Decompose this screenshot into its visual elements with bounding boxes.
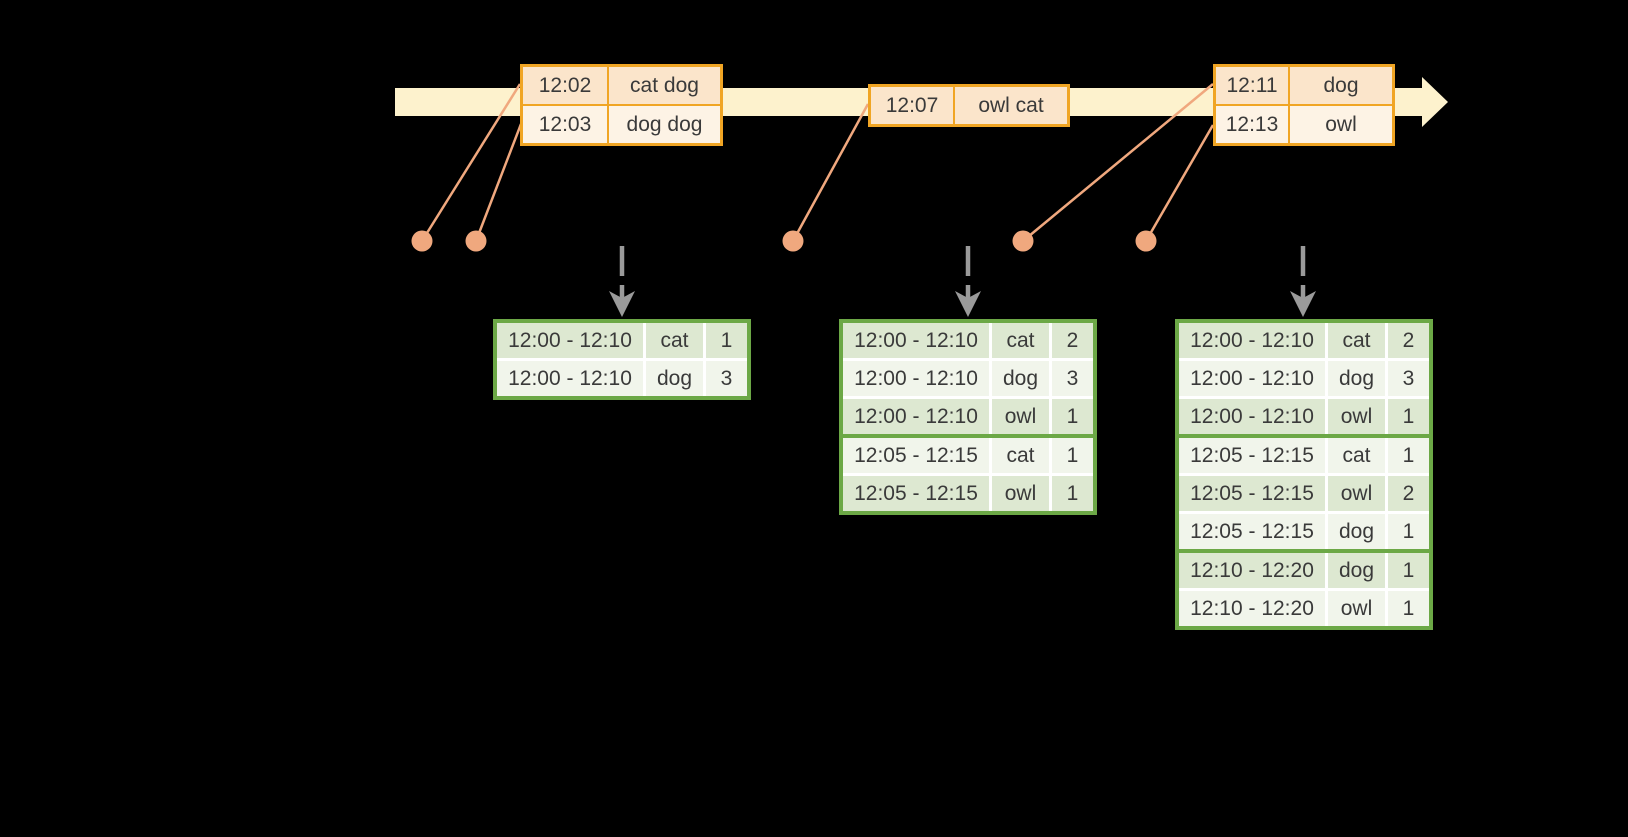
event-words: owl cat <box>955 87 1067 124</box>
table-row: 12:00 - 12:10 dog 3 <box>1179 358 1429 396</box>
event-time: 12:02 <box>523 67 607 104</box>
word-cell: cat <box>646 323 703 358</box>
count-cell: 1 <box>706 323 747 358</box>
result-table-2: 12:00 - 12:10 cat 2 12:00 - 12:10 dog 3 … <box>839 319 1097 515</box>
count-cell: 2 <box>1052 323 1093 358</box>
trigger-arrows <box>609 246 1316 317</box>
window-cell: 12:10 - 12:20 <box>1179 553 1325 588</box>
window-cell: 12:00 - 12:10 <box>843 399 989 434</box>
event-dot-icon <box>411 230 433 252</box>
window-cell: 12:05 - 12:15 <box>843 438 989 473</box>
count-cell: 1 <box>1388 438 1429 473</box>
word-cell: dog <box>1328 514 1385 549</box>
count-cell: 1 <box>1388 514 1429 549</box>
count-cell: 2 <box>1388 476 1429 511</box>
word-cell: owl <box>992 476 1049 511</box>
word-cell: owl <box>1328 591 1385 626</box>
window-cell: 12:00 - 12:10 <box>497 361 643 396</box>
count-cell: 1 <box>1388 553 1429 588</box>
table-row: 12:00 - 12:10 dog 3 <box>497 358 747 396</box>
event-box-1: 12:02 cat dog 12:03 dog dog <box>520 64 723 146</box>
table-row: 12:00 - 12:10 cat 2 <box>1179 323 1429 358</box>
window-cell: 12:00 - 12:10 <box>1179 399 1325 434</box>
connector-line <box>1144 124 1215 242</box>
word-cell: dog <box>1328 553 1385 588</box>
window-cell: 12:05 - 12:15 <box>1179 514 1325 549</box>
word-cell: cat <box>1328 438 1385 473</box>
event-words: dog <box>1290 67 1392 104</box>
word-cell: dog <box>1328 361 1385 396</box>
down-arrowhead-icon <box>609 291 635 317</box>
event-row: 12:07 owl cat <box>871 87 1067 124</box>
word-cell: dog <box>992 361 1049 396</box>
event-time: 12:03 <box>523 106 607 143</box>
word-cell: owl <box>1328 399 1385 434</box>
count-cell: 1 <box>1388 399 1429 434</box>
count-cell: 2 <box>1388 323 1429 358</box>
window-cell: 12:00 - 12:10 <box>843 323 989 358</box>
count-cell: 1 <box>1052 399 1093 434</box>
connector-line <box>791 103 870 242</box>
event-row: 12:13 owl <box>1216 104 1392 143</box>
event-row: 12:02 cat dog <box>523 67 720 104</box>
window-cell: 12:05 - 12:15 <box>1179 438 1325 473</box>
table-row: 12:00 - 12:10 owl 1 <box>1179 396 1429 434</box>
event-dot-icon <box>1135 230 1157 252</box>
timeline-arrowhead-icon <box>1422 77 1448 127</box>
table-row: 12:10 - 12:20 dog 1 <box>1179 553 1429 588</box>
table-row: 12:00 - 12:10 cat 1 <box>497 323 747 358</box>
window-cell: 12:00 - 12:10 <box>1179 361 1325 396</box>
event-time: 12:13 <box>1216 106 1288 143</box>
word-cell: owl <box>992 399 1049 434</box>
event-box-2: 12:07 owl cat <box>868 84 1070 127</box>
down-arrowhead-icon <box>955 291 981 317</box>
table-row: 12:05 - 12:15 dog 1 <box>1179 511 1429 549</box>
word-cell: cat <box>992 438 1049 473</box>
event-words: owl <box>1290 106 1392 143</box>
window-cell: 12:00 - 12:10 <box>843 361 989 396</box>
event-dots <box>411 230 1157 252</box>
count-cell: 1 <box>1052 438 1093 473</box>
window-cell: 12:10 - 12:20 <box>1179 591 1325 626</box>
window-cell: 12:05 - 12:15 <box>1179 476 1325 511</box>
result-table-1: 12:00 - 12:10 cat 1 12:00 - 12:10 dog 3 <box>493 319 751 400</box>
table-row: 12:05 - 12:15 cat 1 <box>843 438 1093 473</box>
window-cell: 12:05 - 12:15 <box>843 476 989 511</box>
count-cell: 3 <box>1388 361 1429 396</box>
event-words: dog dog <box>609 106 720 143</box>
count-cell: 3 <box>706 361 747 396</box>
event-dot-icon <box>782 230 804 252</box>
word-cell: cat <box>992 323 1049 358</box>
count-cell: 1 <box>1388 591 1429 626</box>
word-cell: cat <box>1328 323 1385 358</box>
event-dot-icon <box>465 230 487 252</box>
event-row: 12:03 dog dog <box>523 104 720 143</box>
table-row: 12:00 - 12:10 dog 3 <box>843 358 1093 396</box>
table-row: 12:00 - 12:10 cat 2 <box>843 323 1093 358</box>
result-table-3: 12:00 - 12:10 cat 2 12:00 - 12:10 dog 3 … <box>1175 319 1433 630</box>
table-row: 12:05 - 12:15 owl 1 <box>843 473 1093 511</box>
table-row: 12:00 - 12:10 owl 1 <box>843 396 1093 434</box>
event-box-3: 12:11 dog 12:13 owl <box>1213 64 1395 146</box>
count-cell: 3 <box>1052 361 1093 396</box>
event-time: 12:11 <box>1216 67 1288 104</box>
table-row: 12:05 - 12:15 cat 1 <box>1179 438 1429 473</box>
count-cell: 1 <box>1052 476 1093 511</box>
table-row: 12:10 - 12:20 owl 1 <box>1179 588 1429 626</box>
table-row: 12:05 - 12:15 owl 2 <box>1179 473 1429 511</box>
event-row: 12:11 dog <box>1216 67 1392 104</box>
connector-line <box>474 123 523 242</box>
word-cell: owl <box>1328 476 1385 511</box>
window-cell: 12:00 - 12:10 <box>1179 323 1325 358</box>
event-words: cat dog <box>609 67 720 104</box>
word-cell: dog <box>646 361 703 396</box>
event-dot-icon <box>1012 230 1034 252</box>
window-cell: 12:00 - 12:10 <box>497 323 643 358</box>
event-time: 12:07 <box>871 87 953 124</box>
down-arrowhead-icon <box>1290 291 1316 317</box>
